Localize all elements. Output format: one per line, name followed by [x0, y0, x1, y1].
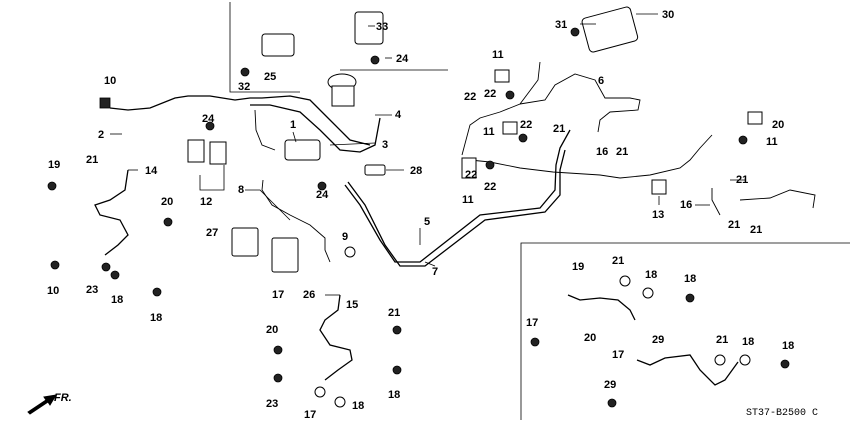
- callout-22: 22: [484, 88, 496, 100]
- brake-pipes: [109, 61, 816, 267]
- callout-18: 21: [716, 334, 728, 346]
- callout-18: 18: [111, 294, 123, 306]
- inset-frame-top: [229, 2, 448, 93]
- callout-11: 11: [492, 49, 504, 61]
- callout-15: 26: [303, 289, 315, 301]
- callout-2: 2: [98, 129, 104, 141]
- callout-17: 23: [266, 398, 278, 410]
- callout-21: 19: [572, 261, 584, 273]
- front-label: FR.: [54, 392, 72, 404]
- callout-18: 23: [86, 284, 98, 296]
- callout-18: 18: [742, 336, 754, 348]
- callout-16: 16: [680, 199, 692, 211]
- callout-17: 18: [684, 273, 696, 285]
- diagram-code: ST37-B2500 C: [746, 408, 818, 419]
- front-arrow-icon: [27, 394, 57, 415]
- callout-29: 20: [584, 332, 596, 344]
- callout-12: 12: [200, 196, 212, 208]
- callout-21: 21: [616, 146, 628, 158]
- callout-24: 24: [396, 53, 409, 65]
- callout-8: 8: [238, 184, 244, 196]
- callout-24: 24: [202, 113, 215, 125]
- callout-6: 6: [598, 75, 604, 87]
- parts: [99, 6, 763, 408]
- callout-5: 5: [424, 216, 430, 228]
- callout-25: 25: [264, 71, 276, 83]
- callout-31: 31: [555, 19, 567, 31]
- callout-26: 17: [272, 289, 284, 301]
- callout-21: 21: [553, 123, 565, 135]
- callout-3: 3: [382, 139, 388, 151]
- callout-32: 32: [238, 81, 250, 93]
- callout-28: 28: [410, 165, 422, 177]
- callout-11: 22: [465, 169, 477, 181]
- brake-hoses: [94, 169, 739, 386]
- callout-21: 21: [86, 154, 98, 166]
- callout-24: 24: [316, 189, 329, 201]
- callout-17: 18: [150, 312, 162, 324]
- callout-4: 4: [395, 109, 402, 121]
- callout-23: 10: [47, 285, 59, 297]
- callout-20: 20: [161, 196, 173, 208]
- callout-29: 17: [612, 349, 624, 361]
- callout-21: 21: [728, 219, 740, 231]
- front-direction-indicator: FR.: [27, 392, 72, 415]
- callout-14: 14: [145, 165, 158, 177]
- callout-22: 22: [464, 91, 476, 103]
- callout-18: 17: [304, 409, 316, 421]
- callout-18: 21: [612, 255, 624, 267]
- inset-frame-rear: [520, 242, 850, 420]
- callout-11: 11: [483, 126, 495, 138]
- callout-20: 17: [526, 317, 538, 329]
- callout-labels: 33 24 25 32 31 30 11 22 6 10 2 24 1 4 3 …: [47, 9, 794, 421]
- callout-27: 27: [206, 227, 218, 239]
- callout-19: 19: [48, 159, 60, 171]
- callout-22: 22: [520, 119, 532, 131]
- callout-13: 13: [652, 209, 664, 221]
- callout-10: 10: [104, 75, 116, 87]
- callout-9: 21: [750, 224, 762, 236]
- callout-20: 21: [388, 307, 400, 319]
- callout-21: 29: [652, 334, 664, 346]
- callout-17: 18: [782, 340, 794, 352]
- fasteners: [47, 27, 790, 408]
- callout-11: 20: [772, 119, 784, 131]
- callout-22: 22: [484, 181, 496, 193]
- callout-19: 18: [388, 389, 400, 401]
- leader-lines: [110, 13, 745, 296]
- callout-22: 11: [766, 136, 778, 148]
- callout-7: 7: [432, 266, 438, 278]
- callout-21: 21: [736, 174, 748, 186]
- callout-21: 15: [346, 299, 358, 311]
- callout-11: 11: [462, 194, 474, 206]
- callout-10: 9: [342, 231, 348, 243]
- callout-20: 29: [604, 379, 616, 391]
- callout-18: 18: [352, 400, 364, 412]
- callout-33: 33: [376, 21, 388, 33]
- callout-18: 18: [645, 269, 657, 281]
- callout-16: 16: [596, 146, 608, 158]
- callout-30: 30: [662, 9, 674, 21]
- callout-23: 20: [266, 324, 278, 336]
- callout-1: 1: [290, 119, 296, 131]
